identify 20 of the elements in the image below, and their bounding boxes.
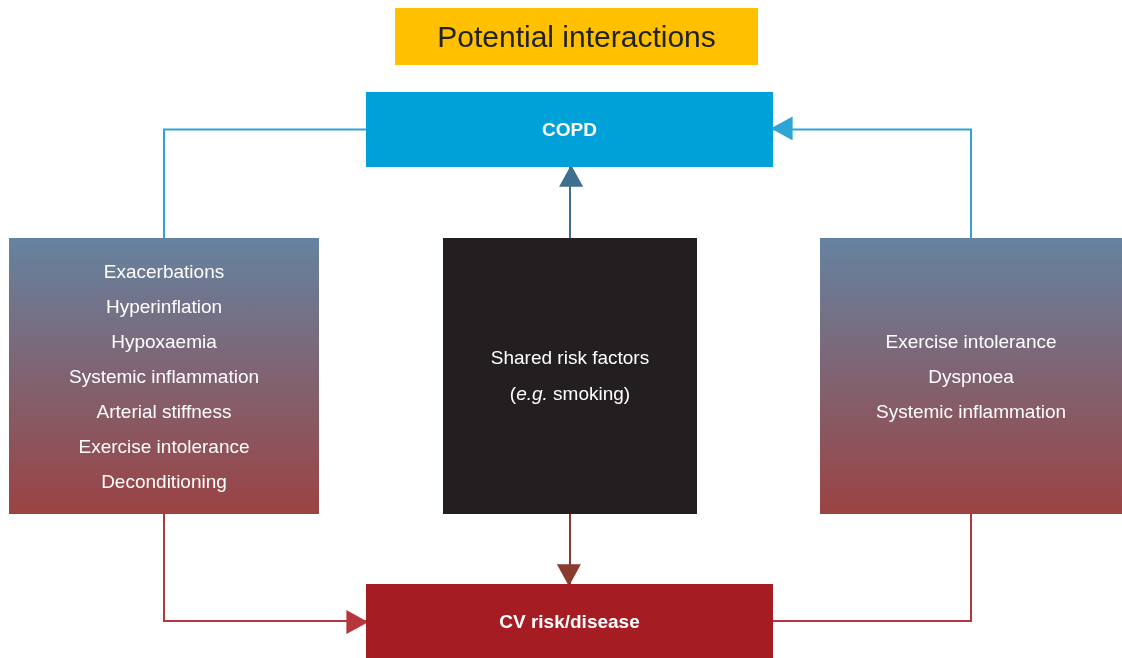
factor-item: Exercise intolerance bbox=[885, 329, 1057, 354]
factor-item: Systemic inflammation bbox=[68, 364, 260, 389]
factor-item: Exercise intolerance bbox=[78, 434, 250, 459]
node-label: CV risk/disease bbox=[499, 609, 640, 634]
factor-item: Hypoxaemia bbox=[111, 329, 217, 354]
risk-factor-text: Shared risk factors (e.g. smoking) bbox=[489, 346, 651, 406]
factor-item: Arterial stiffness bbox=[96, 399, 232, 424]
factor-item: Deconditioning bbox=[101, 469, 227, 494]
risk-factor-box bbox=[443, 238, 697, 514]
factor-item: Exacerbations bbox=[103, 259, 225, 284]
node-label: COPD bbox=[542, 118, 597, 142]
connector-arrow bbox=[556, 513, 581, 587]
title: Potential interactions bbox=[395, 8, 758, 65]
condition-box bbox=[366, 92, 773, 167]
factor-item: Systemic inflammation bbox=[875, 399, 1067, 424]
factor-list-box bbox=[820, 238, 1122, 514]
factor-item: Hyperinflation bbox=[105, 294, 223, 319]
condition-box bbox=[366, 584, 773, 658]
factor-item: Dyspnoea bbox=[928, 364, 1014, 389]
factor-list-box bbox=[9, 238, 319, 514]
